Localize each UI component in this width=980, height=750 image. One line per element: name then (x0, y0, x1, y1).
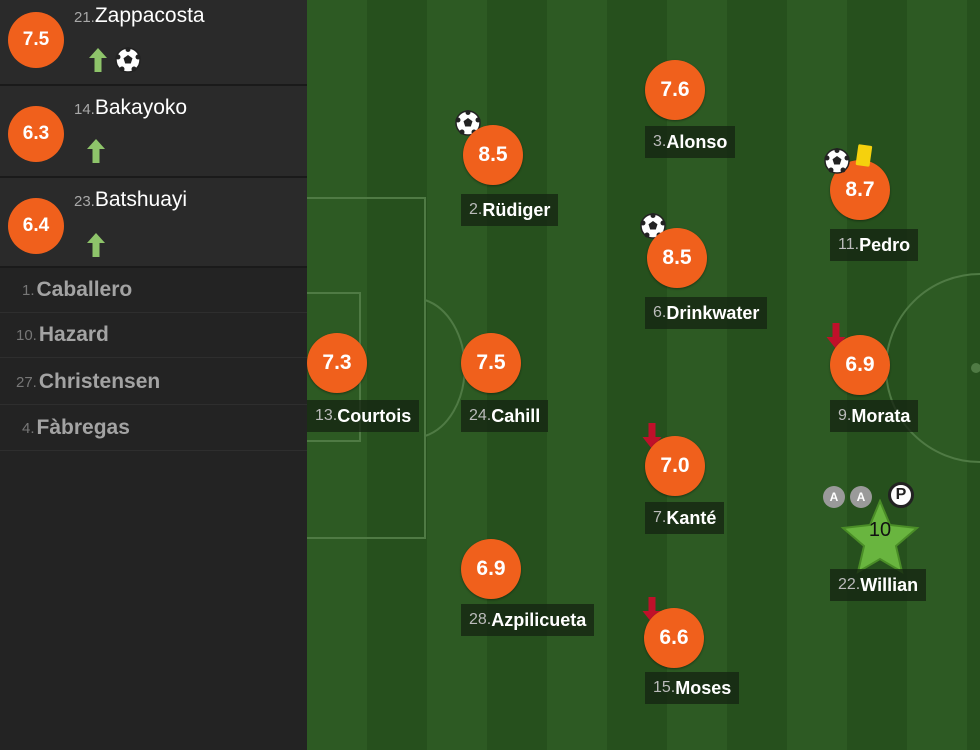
player-number: 9. (838, 407, 852, 424)
player-name-label: 14.Bakayoko (74, 96, 187, 120)
sub-on-arrow-icon (89, 48, 107, 72)
player-name: Hazard (38, 323, 109, 346)
bench-player-row[interactable]: 27.Christensen (0, 360, 307, 405)
player-rating-rudiger[interactable]: 8.5 (463, 125, 523, 185)
player-number: 23. (74, 193, 95, 210)
player-name-label: 23.Batshuayi (74, 188, 187, 212)
player-rating-morata[interactable]: 6.9 (830, 335, 890, 395)
player-rating: 6.3 (8, 106, 64, 162)
player-number: 27. (16, 373, 37, 391)
player-number: 3. (653, 133, 667, 150)
player-name-label: 21.Zappacosta (74, 4, 205, 28)
player-number: 14. (74, 101, 95, 118)
player-number: 6. (653, 304, 667, 321)
player-name: Azpilicueta (491, 609, 587, 630)
player-number: 21. (74, 9, 95, 26)
bench-player-row[interactable]: 1.Caballero (0, 268, 307, 313)
player-name-label-morata[interactable]: 9. Morata (830, 400, 919, 432)
player-number: 24. (469, 407, 492, 424)
player-number: 2. (469, 201, 483, 218)
player-number: 13. (315, 407, 338, 424)
player-name: Cahill (491, 405, 541, 426)
player-name-label-drinkwater[interactable]: 6. Drinkwater (645, 297, 768, 329)
goal-ball-icon (455, 110, 481, 136)
yellow-card-icon (855, 144, 873, 167)
player-rating-willian: 10 (868, 519, 892, 541)
player-name: Caballero (36, 278, 133, 301)
player-number: 10. (16, 326, 37, 344)
player-name: Courtois (337, 405, 412, 426)
pitch: 7.3 13.Courtois 8.5 2. Rüdiger 7.5 24.Ca… (307, 0, 980, 750)
player-name: Willian (860, 574, 919, 595)
player-name-label-moses[interactable]: 15.Moses (645, 672, 740, 704)
player-name-label-rudiger[interactable]: 2. Rüdiger (461, 194, 559, 226)
sub-on-arrow-icon (87, 233, 105, 257)
player-rating-alonso[interactable]: 7.6 (645, 60, 705, 120)
sub-on-arrow-icon (87, 139, 105, 163)
player-rating: 7.5 (8, 12, 64, 68)
player-name: Bakayoko (94, 96, 188, 119)
player-number: 4. (22, 419, 35, 437)
player-rating-moses[interactable]: 6.6 (644, 608, 704, 668)
man-of-the-match-star[interactable]: 10 (840, 499, 920, 575)
player-number: 1. (22, 281, 35, 299)
player-name: Rüdiger (482, 199, 551, 220)
player-name-label-alonso[interactable]: 3. Alonso (645, 126, 736, 158)
player-name-label-courtois[interactable]: 13.Courtois (307, 400, 420, 432)
player-name-label-azpilicueta[interactable]: 28.Azpilicueta (461, 604, 595, 636)
player-name: Batshuayi (94, 188, 188, 211)
substitute-row[interactable]: 7.5 21.Zappacosta (0, 0, 307, 86)
player-name: Fàbregas (36, 416, 130, 439)
player-name: Christensen (38, 370, 161, 393)
player-name-label-kante[interactable]: 7. Kanté (645, 502, 725, 534)
player-number: 22. (838, 576, 861, 593)
player-rating: 6.4 (8, 198, 64, 254)
player-rating-courtois[interactable]: 7.3 (307, 333, 367, 393)
player-rating-azpilicueta[interactable]: 6.9 (461, 539, 521, 599)
player-number: 11. (838, 236, 860, 253)
substitute-row[interactable]: 6.3 14.Bakayoko (0, 86, 307, 178)
player-rating-kante[interactable]: 7.0 (645, 436, 705, 496)
star-icon (840, 499, 920, 575)
player-number: 28. (469, 611, 492, 628)
player-name: Zappacosta (94, 4, 205, 27)
penalty-badge-icon: P (888, 482, 914, 508)
player-number: 15. (653, 679, 676, 696)
player-name: Drinkwater (666, 302, 760, 323)
player-name: Moses (675, 677, 732, 698)
bench-player-row[interactable]: 4.Fàbregas (0, 406, 307, 451)
player-number: 7. (653, 509, 667, 526)
player-name: Morata (851, 405, 911, 426)
goal-ball-icon (640, 213, 666, 239)
bench-player-row[interactable]: 10.Hazard (0, 313, 307, 358)
substitute-row[interactable]: 6.4 23.Batshuayi (0, 178, 307, 268)
assist-badge-icon: A (823, 486, 845, 508)
player-name-label-willian[interactable]: 22.Willian (830, 569, 927, 601)
substitutes-panel: 7.5 21.Zappacosta 6.3 14.Bakayoko 6.4 23… (0, 0, 307, 750)
player-name: Pedro (859, 234, 911, 255)
goal-ball-icon (824, 148, 850, 174)
player-name: Alonso (666, 131, 728, 152)
player-rating-cahill[interactable]: 7.5 (461, 333, 521, 393)
assist-badge-icon: A (850, 486, 872, 508)
goal-ball-icon (115, 47, 141, 73)
player-name: Kanté (666, 507, 717, 528)
player-name-label-pedro[interactable]: 11.Pedro (830, 229, 919, 261)
player-name-label-cahill[interactable]: 24.Cahill (461, 400, 549, 432)
player-rating-drinkwater[interactable]: 8.5 (647, 228, 707, 288)
